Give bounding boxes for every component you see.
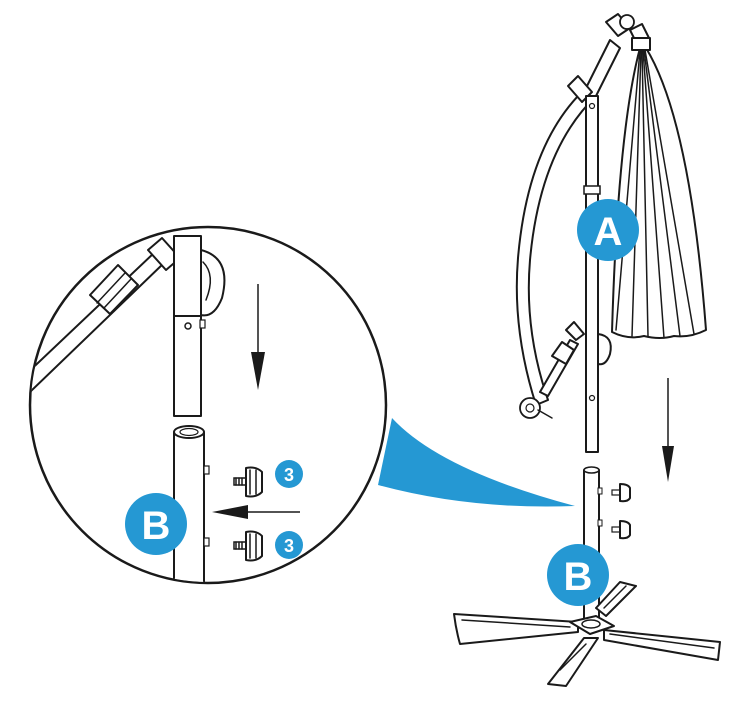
knob-bottom — [233, 530, 263, 562]
base-assembly — [453, 466, 721, 687]
part-badge-a: A — [577, 199, 639, 261]
canopy — [611, 47, 707, 339]
main-pole — [585, 95, 599, 453]
zoom-down-arrow — [251, 284, 265, 390]
part-badge-b-main-label: B — [564, 555, 593, 599]
part-badge-a-label: A — [594, 210, 623, 254]
knob-top — [233, 466, 263, 498]
zoom-callout-wedge — [378, 418, 575, 507]
quantity-badge-top: 3 — [275, 460, 303, 488]
quantity-badge-top-label: 3 — [284, 465, 294, 485]
quantity-badge-bottom-label: 3 — [284, 536, 294, 556]
part-badge-b-main: B — [547, 544, 609, 606]
umbrella-top-assembly — [515, 13, 707, 453]
part-badge-b-zoom: B — [125, 493, 187, 555]
base-knob-bottom — [611, 520, 631, 540]
zoom-detail: 3 3 B — [28, 225, 388, 585]
part-badge-b-zoom-label: B — [142, 504, 171, 548]
quantity-badge-bottom: 3 — [275, 531, 303, 559]
base-knob-top — [611, 483, 631, 503]
main-down-arrow — [662, 378, 674, 482]
zoom-insert-arrow — [212, 505, 300, 519]
zoom-circle — [28, 225, 388, 585]
